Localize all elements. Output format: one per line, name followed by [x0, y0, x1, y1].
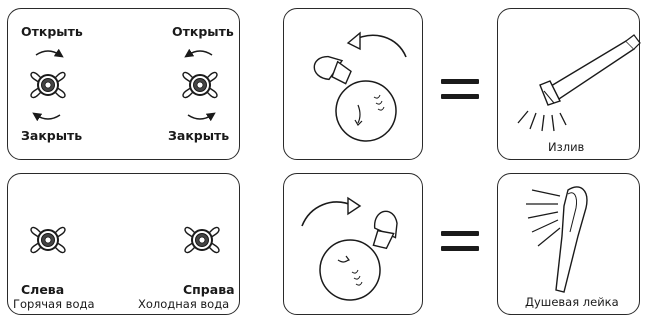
spout-panel: Излив — [497, 8, 641, 160]
spout-label: Излив — [548, 140, 585, 154]
cross-handle-icon — [184, 226, 220, 254]
close-label-right: Закрыть — [168, 128, 230, 143]
sides-panel: Слева Горячая вода Справа Холодная вода — [7, 173, 240, 315]
equals-icon — [441, 231, 479, 253]
spout-icon — [517, 34, 641, 132]
equals-icon — [441, 79, 479, 101]
diverter-knob-icon — [306, 196, 419, 314]
diverter-knob-icon — [297, 37, 410, 155]
close-label-left: Закрыть — [21, 128, 83, 143]
diverter-cw-panel — [283, 173, 423, 315]
right-label: Справа — [183, 282, 235, 297]
cross-handle-icon — [182, 48, 218, 122]
diverter-ccw-panel — [283, 8, 423, 160]
cross-handle-icon — [30, 226, 66, 254]
left-label: Слева — [21, 282, 65, 297]
shower-label: Душевая лейка — [525, 295, 619, 309]
shower-panel: Душевая лейка — [497, 173, 640, 315]
open-label-right: Открыть — [172, 24, 234, 39]
open-label-left: Открыть — [21, 24, 83, 39]
cross-handle-icon — [30, 48, 66, 122]
left-desc: Горячая вода — [13, 297, 95, 311]
right-desc: Холодная вода — [138, 297, 230, 311]
rotate-arrow-icon — [346, 31, 407, 58]
hand-shower-icon — [526, 186, 588, 293]
handles-panel: Открыть Открыть Закрыть Закрыть — [7, 8, 240, 160]
rotate-arrow-icon — [301, 196, 362, 227]
